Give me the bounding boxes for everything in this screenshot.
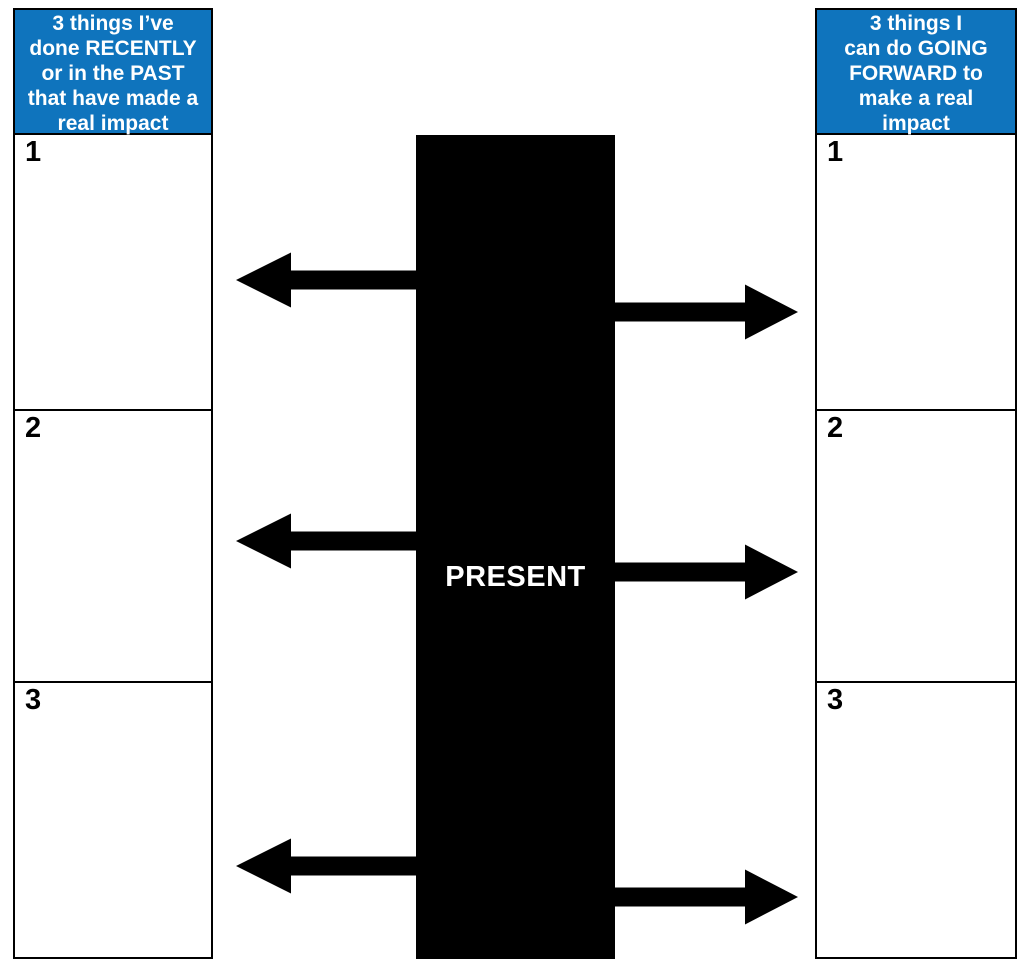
past-arrow-3-icon (236, 838, 416, 894)
forward-impact-box-1[interactable]: 1 (817, 135, 1015, 411)
forward-impact-header: 3 things I can do GOING FORWARD to make … (817, 10, 1015, 135)
past-impact-box-2[interactable]: 2 (15, 411, 211, 683)
past-impact-box-3[interactable]: 3 (15, 683, 211, 957)
header-line: FORWARD to (849, 62, 983, 85)
past-impact-header: 3 things I’ve done RECENTLY or in the PA… (15, 10, 211, 135)
header-line: 3 things I’ve (52, 12, 174, 35)
header-line: can do GOING (844, 37, 988, 60)
present-label: PRESENT (445, 561, 586, 593)
box-number: 1 (827, 136, 844, 168)
forward-impact-box-2[interactable]: 2 (817, 411, 1015, 683)
header-line: 3 things I (869, 12, 963, 35)
past-arrow-1-icon (236, 252, 416, 308)
forward-impact-column: 3 things I can do GOING FORWARD to make … (815, 8, 1017, 959)
header-line: real impact (57, 112, 169, 135)
header-line: or in the PAST (41, 62, 185, 85)
past-impact-box-1[interactable]: 1 (15, 135, 211, 411)
present-bar (416, 135, 615, 959)
box-number: 3 (25, 684, 42, 716)
header-line: impact (882, 112, 950, 135)
header-line: done RECENTLY (29, 37, 197, 60)
box-number: 2 (25, 412, 42, 444)
past-arrow-2-icon (236, 513, 416, 569)
past-impact-column: 3 things I’ve done RECENTLY or in the PA… (13, 8, 213, 959)
forward-arrow-1-icon (615, 284, 798, 340)
header-line: make a real (858, 87, 974, 110)
forward-impact-box-3[interactable]: 3 (817, 683, 1015, 957)
box-number: 1 (25, 136, 42, 168)
box-number: 2 (827, 412, 844, 444)
forward-arrow-2-icon (615, 544, 798, 600)
forward-arrow-3-icon (615, 869, 798, 925)
box-number: 3 (827, 684, 844, 716)
header-line: that have made a (27, 87, 199, 110)
